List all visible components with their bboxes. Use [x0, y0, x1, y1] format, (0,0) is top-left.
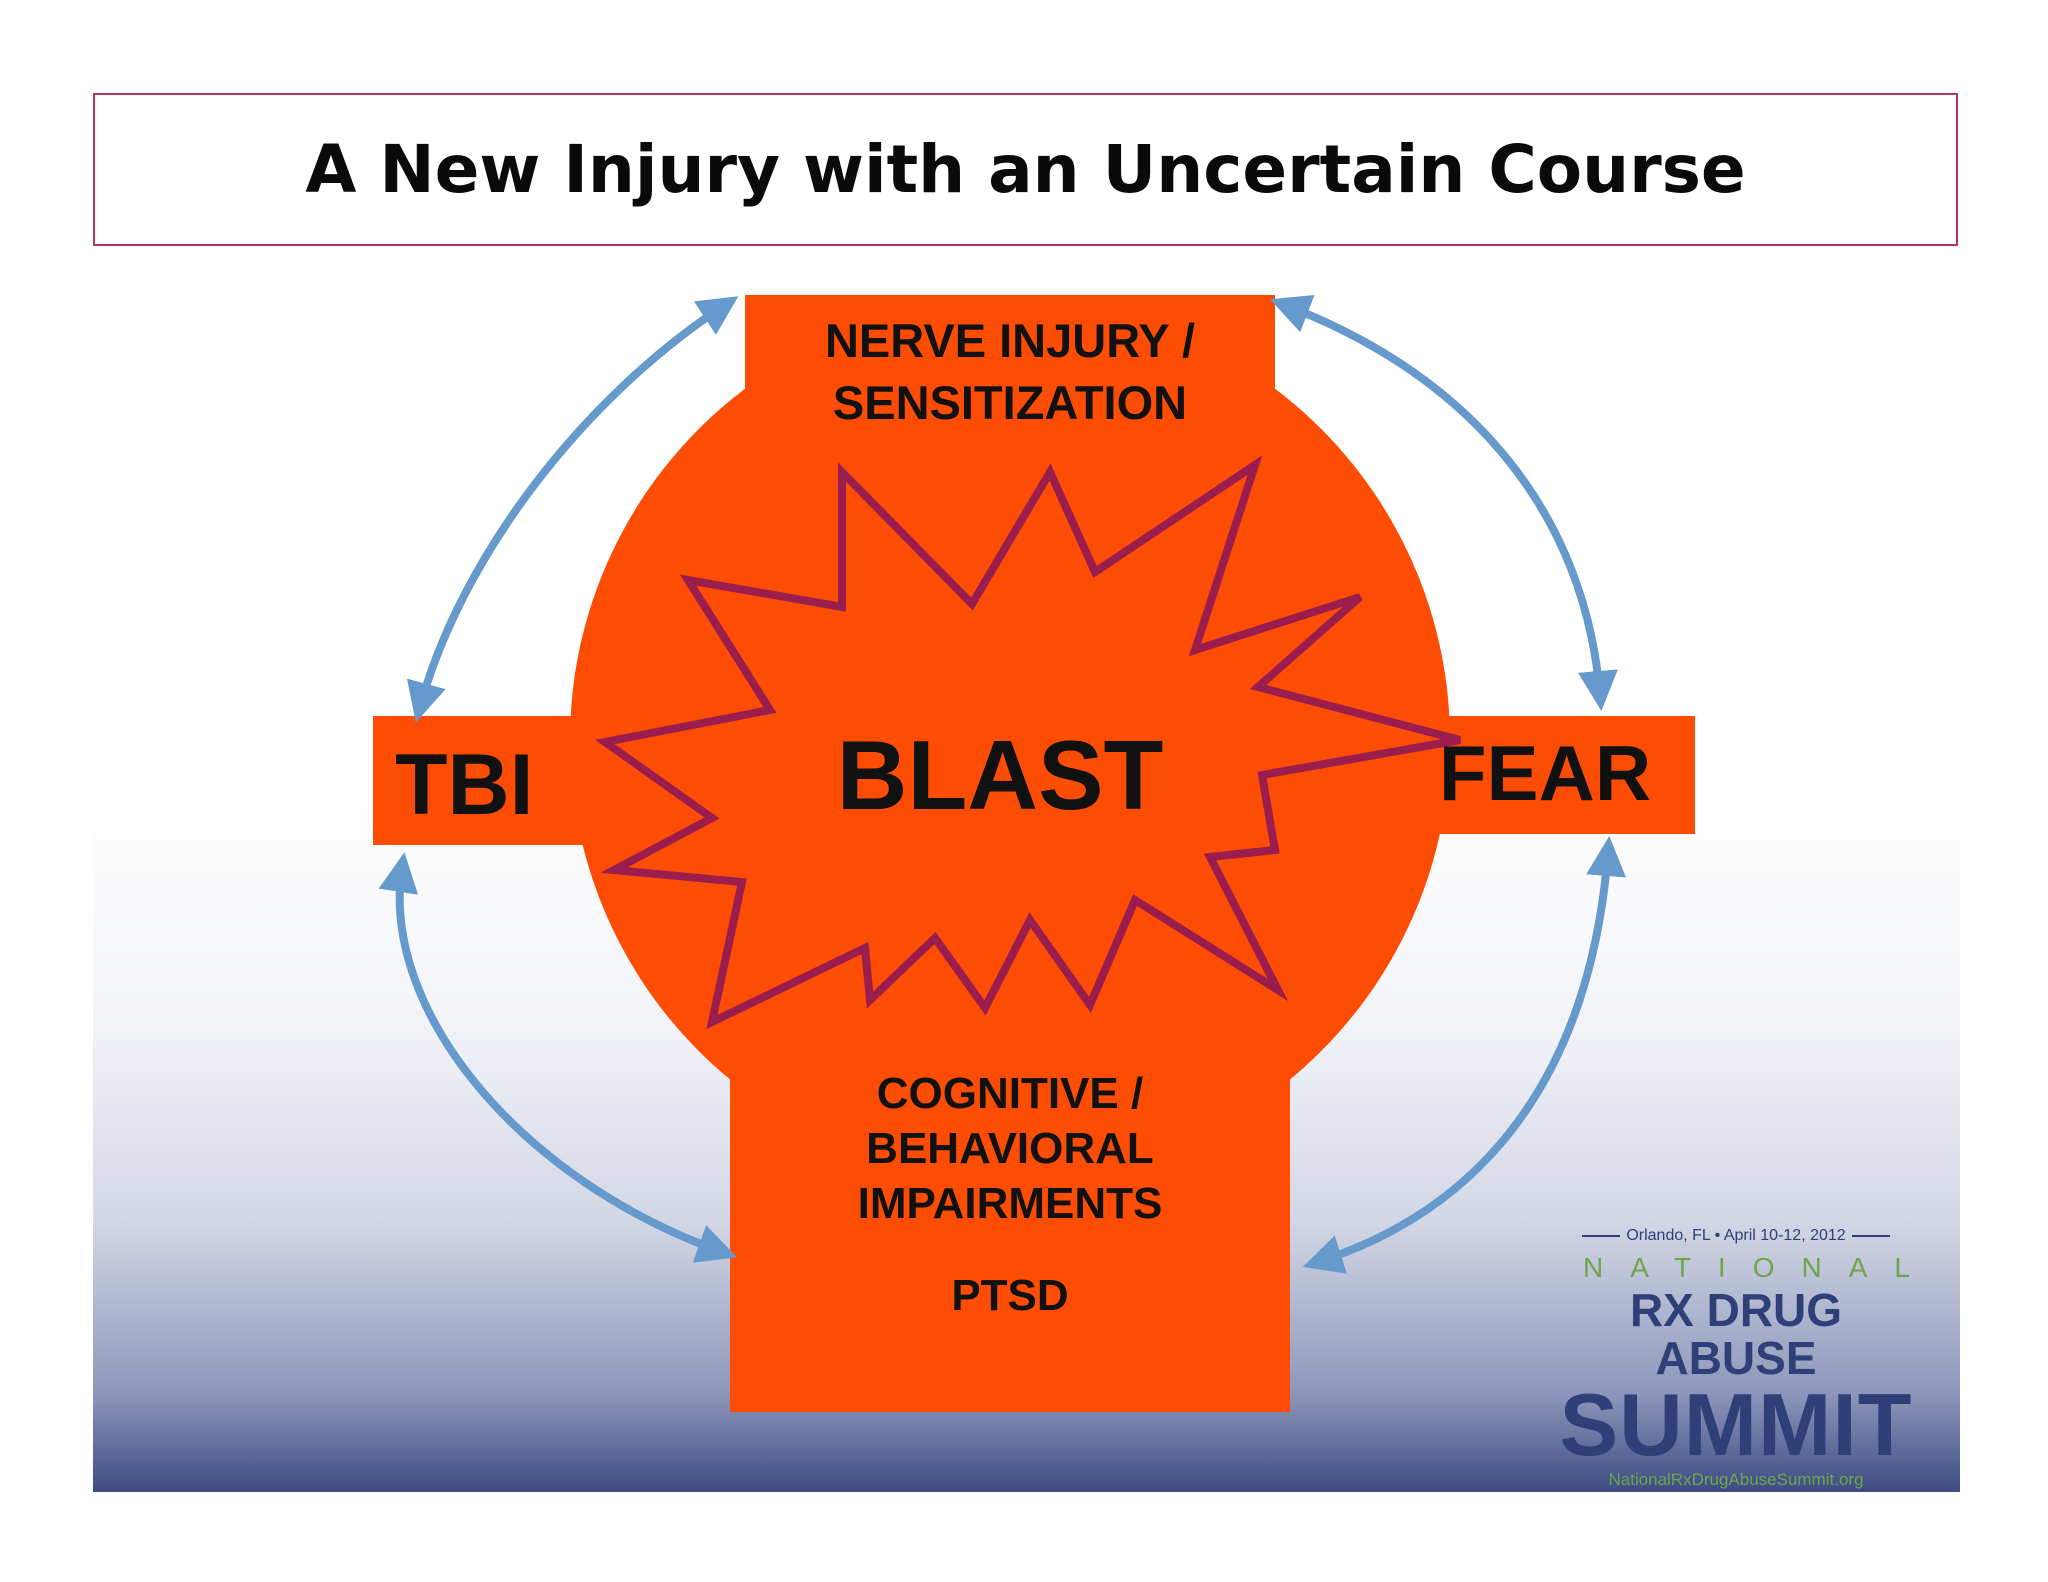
node-nerve-injury: NERVE INJURY / SENSITIZATION [824, 314, 1196, 429]
logo-national: NATIONAL [1583, 1252, 1937, 1283]
bottom-box [730, 1020, 1290, 1412]
arrow-top-left [407, 296, 739, 723]
arrow-bottom-right [1302, 836, 1627, 1274]
logo-rx-drug-abuse: RX DRUG ABUSE [1629, 1284, 1843, 1384]
title-box: A New Injury with an Uncertain Course [93, 93, 1958, 246]
node-blast: BLAST [836, 720, 1164, 830]
logo-rule-right [1851, 1235, 1890, 1237]
blast-starburst [595, 455, 1462, 1030]
logo-summit: SUMMIT [1559, 1375, 1913, 1474]
top-box [745, 295, 1275, 437]
logo-event-text: Orlando, FL • April 10-12, 2012 [1626, 1227, 1846, 1244]
node-cognitive-behavioral: COGNITIVE / BEHAVIORAL IMPAIRMENTS [857, 1069, 1163, 1228]
node-fear: FEAR [1438, 729, 1652, 817]
central-shape [373, 295, 1695, 1412]
arrow-top-right [1270, 294, 1618, 711]
logo-event-line: Orlando, FL • April 10-12, 2012 [1556, 1224, 1916, 1248]
slide-title: A New Injury with an Uncertain Course [305, 131, 1746, 208]
logo-rule-left [1582, 1235, 1621, 1237]
node-tbi: TBI [395, 737, 534, 833]
arrow-bottom-left [378, 852, 738, 1263]
right-box [1420, 716, 1695, 834]
node-ptsd: PTSD [951, 1271, 1069, 1320]
left-box [373, 716, 603, 845]
summit-logo: Orlando, FL • April 10-12, 2012 NATIONAL… [1556, 1224, 1937, 1489]
logo-url: NationalRxDrugAbuseSummit.org [1608, 1470, 1864, 1489]
